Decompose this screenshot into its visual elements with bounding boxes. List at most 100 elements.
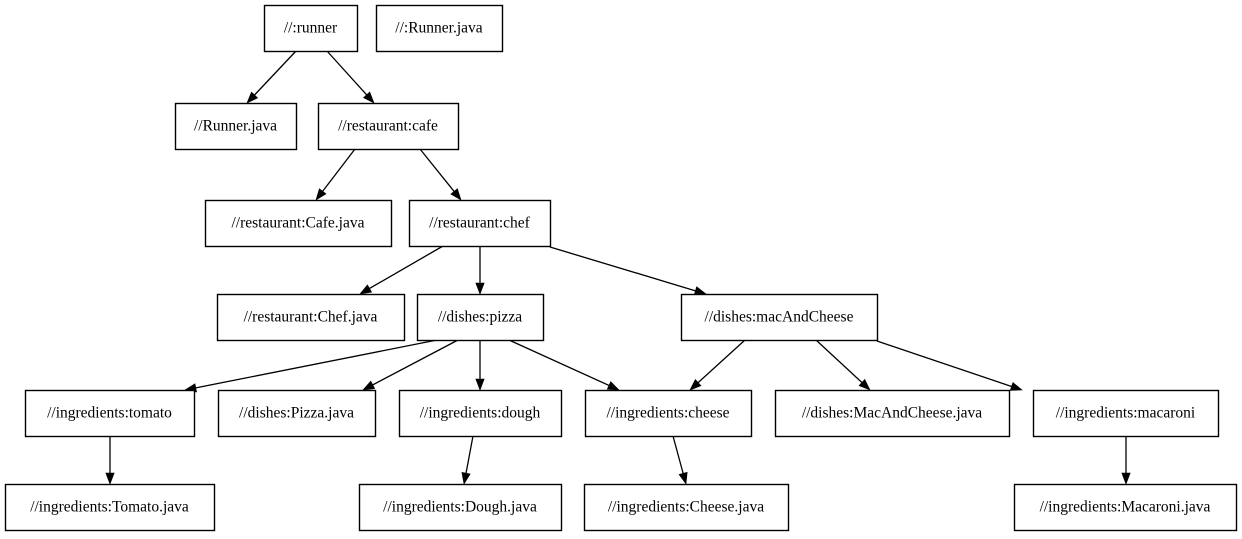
edge-arrowhead-icon xyxy=(693,286,707,296)
edge-arrowhead-icon xyxy=(1009,381,1023,391)
node-box[interactable] xyxy=(174,102,298,151)
node-label: //Runner.java xyxy=(194,118,277,135)
graph-edge xyxy=(549,246,707,296)
edge-line xyxy=(465,435,474,474)
graph-node-runner_java_root[interactable]: //:Runner.java xyxy=(375,4,504,53)
graph-edge xyxy=(105,436,115,485)
node-box[interactable] xyxy=(398,389,563,438)
node-box[interactable] xyxy=(583,483,790,532)
node-label: //ingredients:Macaroni.java xyxy=(1040,499,1211,516)
edge-line xyxy=(549,246,696,292)
edge-arrowhead-icon xyxy=(461,472,471,485)
node-box[interactable] xyxy=(584,389,753,438)
edge-arrowhead-icon xyxy=(606,381,620,391)
edge-line xyxy=(876,340,1012,388)
edge-line xyxy=(254,50,297,96)
graph-node-cheese_java[interactable]: //ingredients:Cheese.java xyxy=(583,483,790,532)
edge-line xyxy=(815,339,863,384)
graph-edge xyxy=(815,339,871,391)
node-label: //ingredients:macaroni xyxy=(1056,405,1196,422)
graph-edge xyxy=(359,245,444,295)
edge-line xyxy=(372,339,459,386)
node-box[interactable] xyxy=(317,102,460,151)
graph-edge xyxy=(508,339,620,391)
node-label: //ingredients:tomato xyxy=(47,405,172,422)
graph-node-pizza_java[interactable]: //dishes:Pizza.java xyxy=(217,389,377,438)
node-box[interactable] xyxy=(680,293,879,342)
edge-arrowhead-icon xyxy=(359,284,373,295)
edge-line xyxy=(508,339,610,387)
graph-node-dough_java[interactable]: //ingredients:Dough.java xyxy=(358,483,563,532)
node-label: //dishes:pizza xyxy=(438,309,522,326)
graph-edge xyxy=(362,339,459,391)
node-box[interactable] xyxy=(204,199,393,248)
edge-arrowhead-icon xyxy=(475,378,485,391)
node-label: //:Runner.java xyxy=(395,20,483,37)
graph-node-dishes_pizza[interactable]: //dishes:pizza xyxy=(416,293,545,342)
graph-node-dishes_macandcheese[interactable]: //dishes:macAndCheese xyxy=(680,293,879,342)
graph-node-cafe_java[interactable]: //restaurant:Cafe.java xyxy=(204,199,393,248)
graph-node-restaurant_chef[interactable]: //restaurant:chef xyxy=(408,199,552,248)
node-label: //restaurant:chef xyxy=(429,215,531,232)
graph-edge xyxy=(326,50,375,104)
edge-line xyxy=(419,148,455,192)
node-box[interactable] xyxy=(24,389,196,438)
graph-node-tomato_java[interactable]: //ingredients:Tomato.java xyxy=(4,483,216,532)
nodes-layer: //:runner //:Runner.java //Runner.java //re… xyxy=(4,4,1238,532)
node-label: //ingredients:Dough.java xyxy=(383,499,537,516)
node-box[interactable] xyxy=(774,389,1011,438)
edge-arrowhead-icon xyxy=(678,471,688,485)
node-label: //restaurant:Cafe.java xyxy=(232,215,365,232)
node-box[interactable] xyxy=(263,4,359,53)
node-box[interactable] xyxy=(358,483,563,532)
graph-edge xyxy=(1121,436,1131,485)
graph-node-chef_java[interactable]: //restaurant:Chef.java xyxy=(216,293,406,342)
graph-node-macaroni_java[interactable]: //ingredients:Macaroni.java xyxy=(1013,483,1238,532)
graph-edge xyxy=(689,339,746,391)
graph-node-ing_tomato[interactable]: //ingredients:tomato xyxy=(24,389,196,438)
edge-arrowhead-icon xyxy=(1121,472,1131,485)
edge-line xyxy=(697,339,746,384)
node-box[interactable] xyxy=(1032,389,1220,438)
graph-edge xyxy=(461,435,474,485)
graph-edge xyxy=(672,435,688,485)
graph-node-runner_java[interactable]: //Runner.java xyxy=(174,102,298,151)
node-label: //restaurant:Chef.java xyxy=(244,309,378,326)
graph-node-ing_cheese[interactable]: //ingredients:cheese xyxy=(584,389,753,438)
node-box[interactable] xyxy=(1013,483,1238,532)
node-box[interactable] xyxy=(217,389,377,438)
edge-line xyxy=(195,339,438,389)
node-box[interactable] xyxy=(408,199,552,248)
graph-edge xyxy=(419,148,462,201)
edge-arrowhead-icon xyxy=(475,282,485,295)
graph-node-restaurant_cafe[interactable]: //restaurant:cafe xyxy=(317,102,460,151)
node-label: //ingredients:Cheese.java xyxy=(608,499,764,516)
graph-edge xyxy=(315,148,356,201)
edges-layer xyxy=(105,50,1131,485)
node-box[interactable] xyxy=(216,293,406,342)
edge-arrowhead-icon xyxy=(315,188,327,201)
node-label: //ingredients:cheese xyxy=(606,405,729,422)
node-box[interactable] xyxy=(416,293,545,342)
edge-arrowhead-icon xyxy=(362,91,375,104)
node-label: //dishes:macAndCheese xyxy=(705,309,854,326)
node-box[interactable] xyxy=(4,483,216,532)
edge-arrowhead-icon xyxy=(246,91,259,104)
edge-line xyxy=(672,435,684,474)
edge-arrowhead-icon xyxy=(858,378,871,391)
graph-node-ing_dough[interactable]: //ingredients:dough xyxy=(398,389,563,438)
edge-arrowhead-icon xyxy=(450,188,462,201)
node-box[interactable] xyxy=(375,4,504,53)
graph-edge xyxy=(246,50,297,104)
graph-node-macandcheese_java[interactable]: //dishes:MacAndCheese.java xyxy=(774,389,1011,438)
edge-line xyxy=(322,148,356,192)
graph-node-ing_macaroni[interactable]: //ingredients:macaroni xyxy=(1032,389,1220,438)
edge-line xyxy=(369,245,444,290)
edge-arrowhead-icon xyxy=(362,380,376,391)
graph-edge xyxy=(475,246,485,295)
node-label: //:runner xyxy=(284,20,338,37)
graph-node-runner[interactable]: //:runner xyxy=(263,4,359,53)
node-label: //dishes:Pizza.java xyxy=(239,405,354,422)
